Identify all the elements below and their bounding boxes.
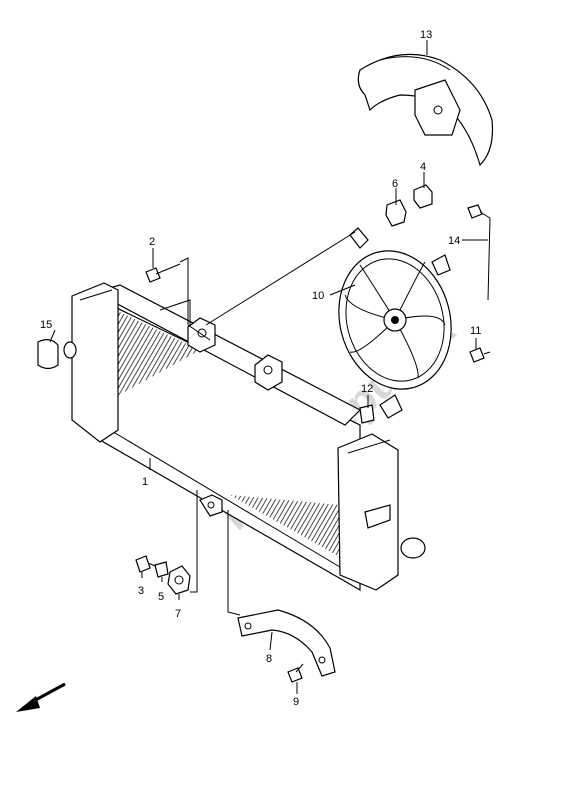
part-number-15: 15 xyxy=(40,319,52,331)
part-number-8: 8 xyxy=(266,653,272,665)
part-number-9: 9 xyxy=(293,696,299,708)
part-number-1: 1 xyxy=(142,476,148,488)
radiator-drawing xyxy=(63,282,426,592)
cooling-fan-drawing xyxy=(338,227,452,419)
part-number-2: 2 xyxy=(149,236,155,248)
part-number-5: 5 xyxy=(158,591,164,603)
part-number-12: 12 xyxy=(361,383,373,395)
leader-lines xyxy=(49,40,488,694)
part-number-11: 11 xyxy=(470,325,481,337)
part-number-3: 3 xyxy=(138,585,144,597)
fan-cover-drawing xyxy=(357,53,494,167)
part-number-7: 7 xyxy=(175,608,181,620)
part-number-6: 6 xyxy=(392,178,398,190)
hardware-drawings xyxy=(37,184,491,683)
part-number-4: 4 xyxy=(420,161,426,173)
direction-arrow-icon xyxy=(16,682,66,712)
part-number-10: 10 xyxy=(312,290,324,302)
part-number-14: 14 xyxy=(448,235,460,247)
part-number-13: 13 xyxy=(420,29,432,41)
